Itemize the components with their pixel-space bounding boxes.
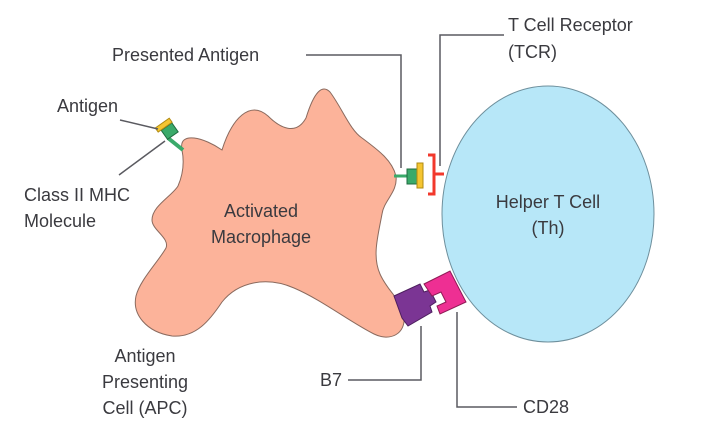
label-b7: B7 <box>320 370 343 390</box>
label-macrophage-line2: Macrophage <box>210 227 312 247</box>
label-presented-antigen: Presented Antigen <box>112 45 260 65</box>
cd28-molecule <box>423 270 467 315</box>
label-tcr-line1: T Cell Receptor <box>508 15 633 35</box>
label-mhc-line1: Class II MHC <box>24 185 131 205</box>
label-antigen: Antigen <box>57 96 119 116</box>
mhc-stalk-left <box>166 136 185 152</box>
leader-mhc <box>118 140 166 176</box>
leader-tcr <box>439 34 504 166</box>
antigen-left <box>154 117 173 133</box>
b7-molecule <box>393 283 437 327</box>
label-apc-line1: Antigen <box>114 346 176 366</box>
label-mhc-line2: Molecule <box>24 211 97 231</box>
label-apc-line3: Cell (APC) <box>102 398 188 418</box>
label-tcr-line2: (TCR) <box>508 42 557 62</box>
label-helper-t-cell-line2: (Th) <box>531 218 565 238</box>
label-apc-line2: Presenting <box>101 372 189 392</box>
label-cd28: CD28 <box>523 397 570 417</box>
leader-b7 <box>348 326 422 381</box>
leader-cd28 <box>456 312 517 408</box>
leader-antigen <box>119 119 159 130</box>
leader-presented-antigen <box>306 54 402 168</box>
presented-antigen <box>416 162 424 189</box>
helper-t-cell <box>441 85 655 343</box>
tcr-receptor <box>428 153 444 196</box>
mhc-molecule-synapse <box>406 168 418 185</box>
label-helper-t-cell-line1: Helper T Cell <box>495 192 601 212</box>
label-macrophage-line1: Activated <box>223 201 299 221</box>
